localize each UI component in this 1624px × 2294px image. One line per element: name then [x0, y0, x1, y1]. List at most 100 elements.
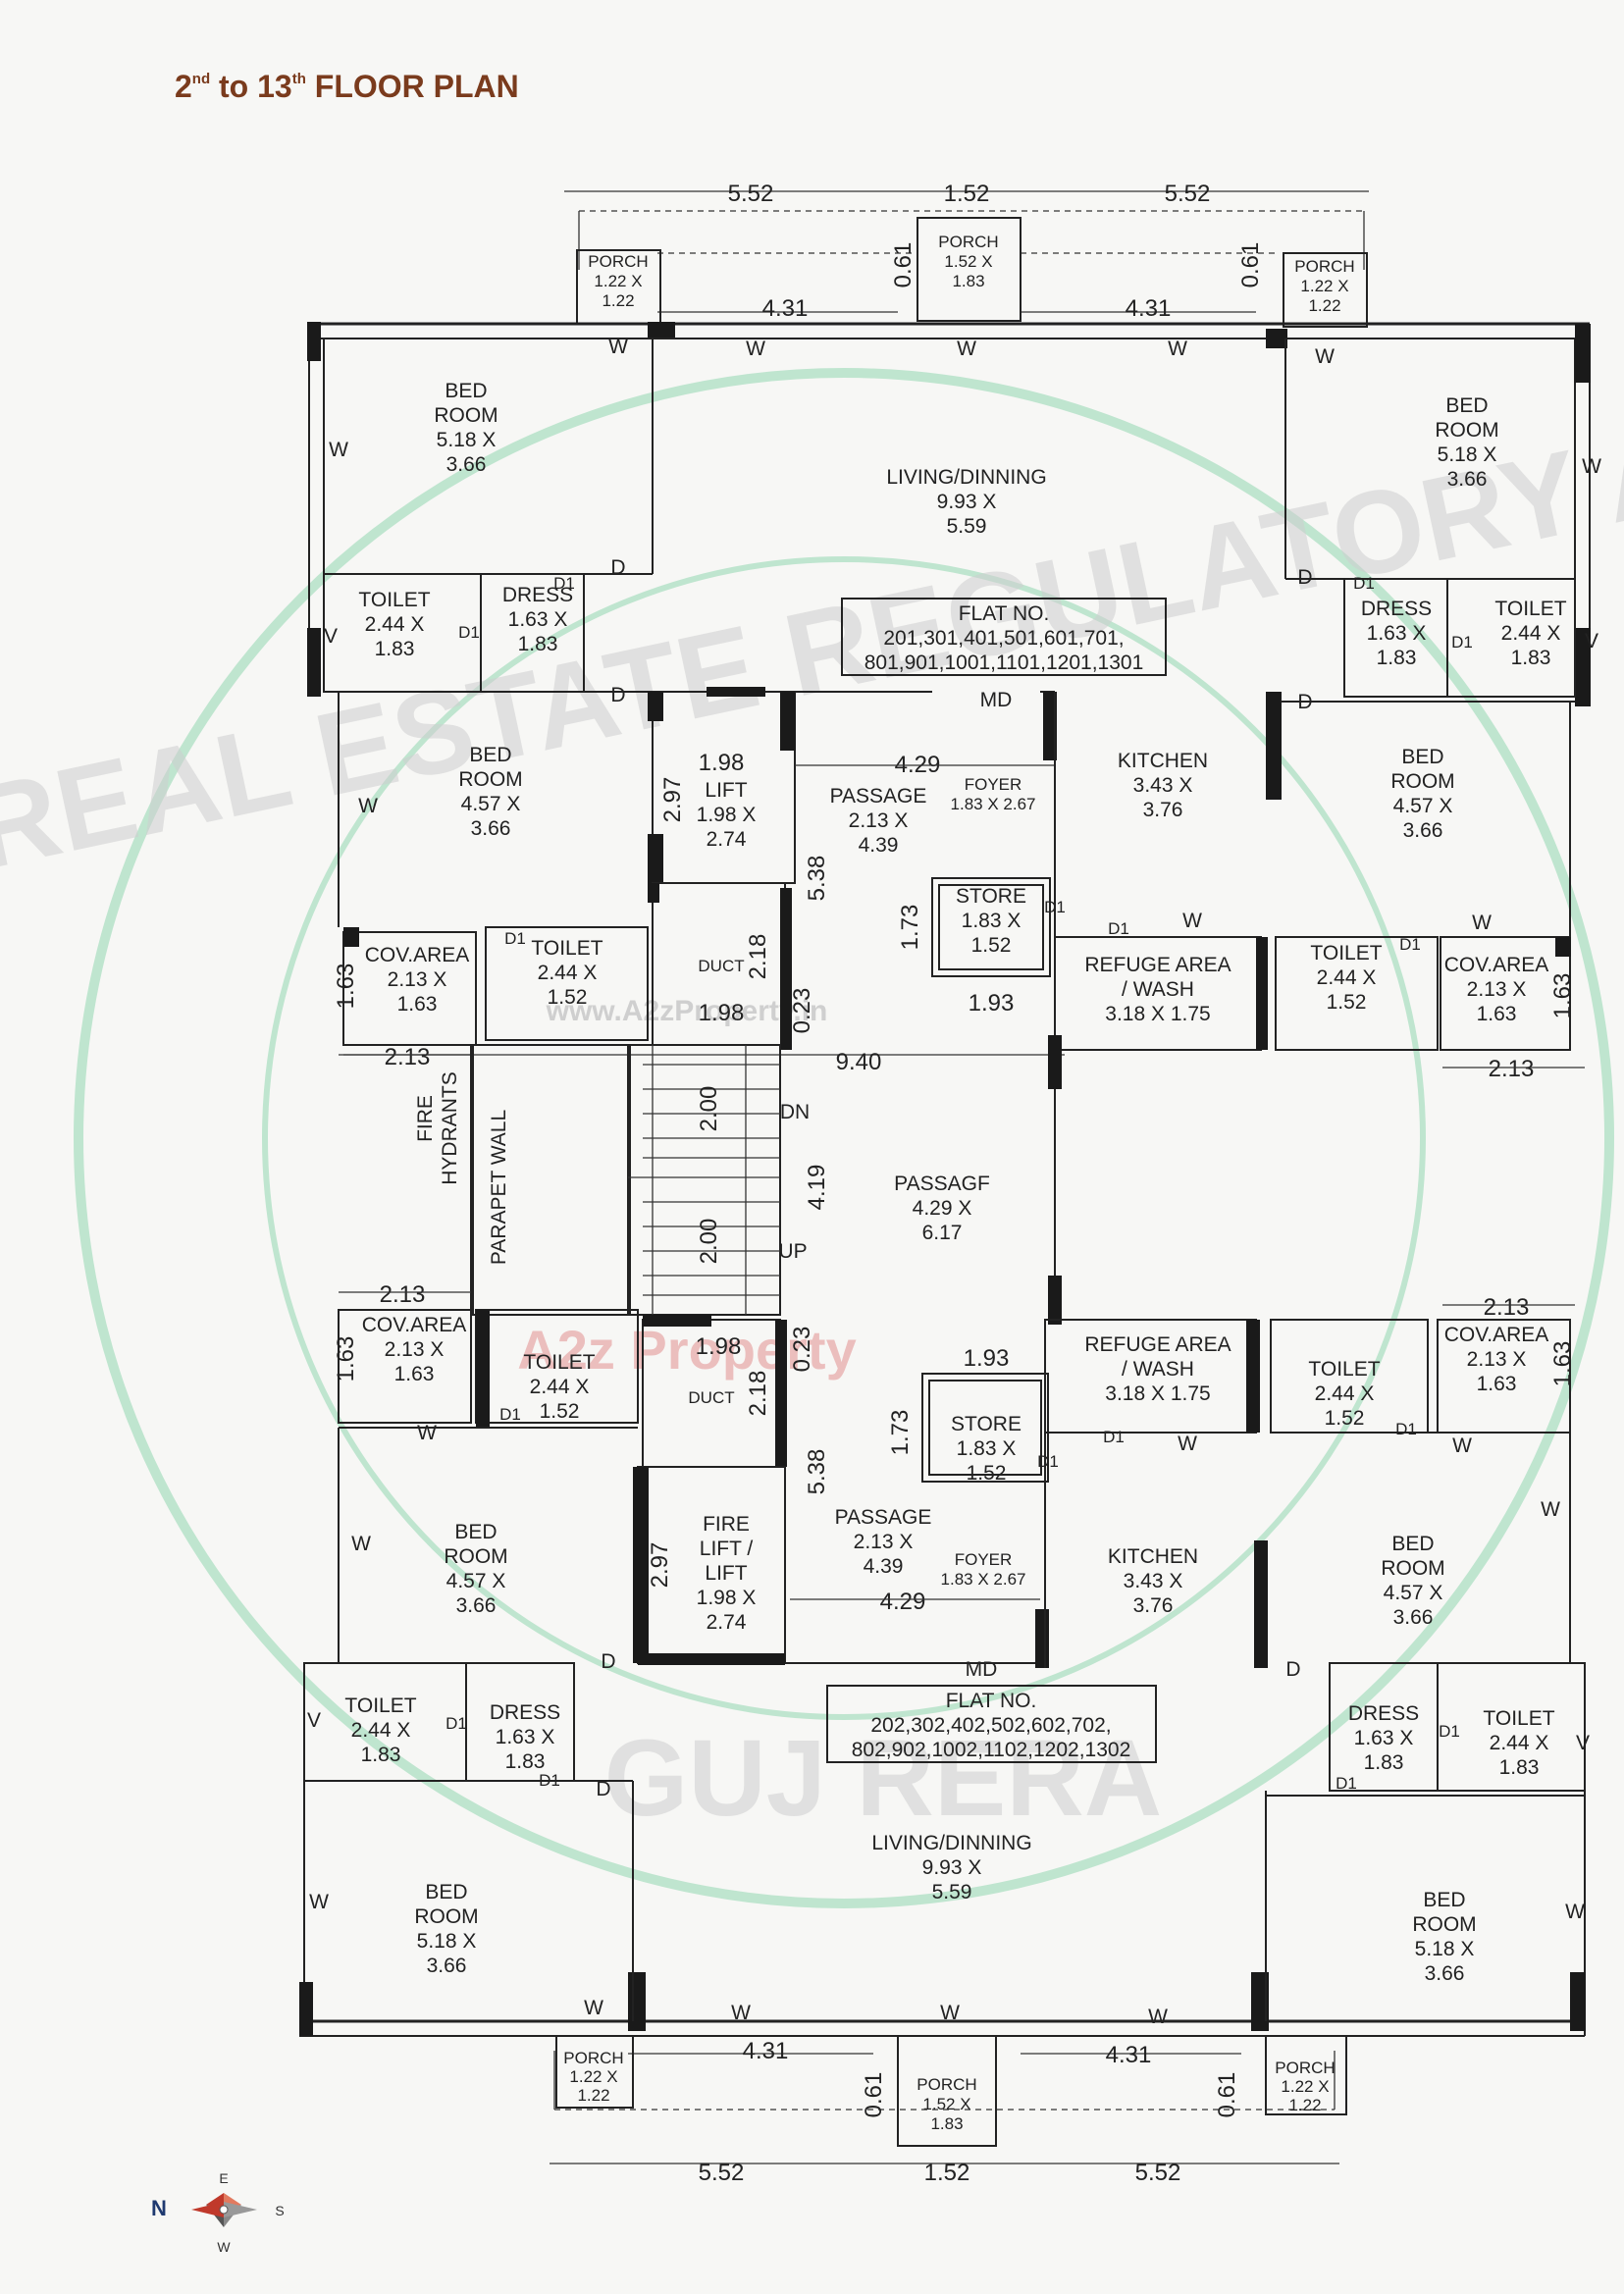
- svg-text:2.44 X: 2.44 X: [538, 962, 598, 984]
- svg-text:D1: D1: [1439, 1722, 1460, 1741]
- svg-text:TOILET: TOILET: [1310, 942, 1382, 965]
- svg-text:2.13 X: 2.13 X: [385, 1338, 445, 1361]
- dim-gap-top: 0.23: [789, 988, 815, 1034]
- svg-text:D1: D1: [1336, 1774, 1357, 1793]
- svg-text:PORCH: PORCH: [917, 2075, 976, 2094]
- svg-text:3.76: 3.76: [1133, 1594, 1174, 1617]
- svg-text:4.39: 4.39: [864, 1555, 904, 1578]
- svg-text:W: W: [1582, 455, 1601, 478]
- svg-text:PASSAGE: PASSAGE: [830, 785, 927, 808]
- top-right-cov-area: COV.AREA 2.13 X 1.63 1.63 2.13: [1440, 936, 1585, 1082]
- brand-watermark: A2z Property: [517, 1319, 856, 1381]
- svg-text:HYDRANTS: HYDRANTS: [439, 1071, 461, 1185]
- svg-text:3.66: 3.66: [1403, 819, 1443, 842]
- svg-text:201,301,401,501,601,701,: 201,301,401,501,601,701,: [883, 627, 1124, 650]
- svg-text:BED: BED: [469, 744, 511, 766]
- svg-text:DRESS: DRESS: [1361, 598, 1432, 620]
- bottom-right-toilet-2: TOILET 2.44 X 1.52 D1: [1270, 1319, 1429, 1438]
- svg-text:1.63 X: 1.63 X: [496, 1726, 555, 1748]
- bottom-dimension-chain: 5.52 1.52 5.52 4.31 4.31 0.61 0.61: [550, 2038, 1339, 2186]
- svg-text:2.44 X: 2.44 X: [1315, 1382, 1375, 1405]
- svg-text:3.66: 3.66: [1393, 1606, 1434, 1629]
- svg-text:REFUGE AREA: REFUGE AREA: [1084, 954, 1231, 976]
- svg-text:W: W: [957, 338, 976, 360]
- svg-text:TOILET: TOILET: [1308, 1358, 1380, 1381]
- svg-text:9.93 X: 9.93 X: [937, 491, 997, 513]
- svg-text:D: D: [1285, 1658, 1300, 1681]
- dim-duct-height-bottom: 2.18: [745, 1371, 771, 1417]
- bottom-refuge-area: REFUGE AREA / WASH 3.18 X 1.75 D1 W 1.93: [964, 1319, 1260, 1455]
- svg-text:TOILET: TOILET: [523, 1351, 595, 1374]
- bottom-duct: DUCT 1.98 2.18 0.23: [642, 1315, 815, 1468]
- svg-text:2.74: 2.74: [707, 828, 747, 851]
- svg-text:1.83: 1.83: [361, 1744, 401, 1766]
- svg-text:W: W: [417, 1422, 437, 1444]
- bottom-fire-lift: FIRE LIFT / LIFT 1.98 X 2.74 2.97: [633, 1466, 786, 1665]
- top-right-bedroom-2: BED ROOM 4.57 X 3.66 W: [1281, 701, 1575, 937]
- svg-text:D1: D1: [458, 623, 480, 642]
- svg-text:LIFT: LIFT: [705, 1562, 747, 1585]
- svg-text:1.83 X 2.67: 1.83 X 2.67: [951, 795, 1036, 813]
- top-refuge-area: REFUGE AREA / WASH 3.18 X 1.75 D1 W: [1048, 910, 1268, 1055]
- top-kitchen: KITCHEN 3.43 X 3.76: [1054, 692, 1282, 937]
- bottom-foyer: FOYER 1.83 X 2.67: [941, 1550, 1026, 1589]
- bottom-right-bedroom: BED ROOM 5.18 X 3.66 W: [1266, 1795, 1585, 1985]
- svg-text:TOILET: TOILET: [1494, 598, 1566, 620]
- dim-core-width: 9.40: [836, 1049, 882, 1075]
- svg-text:LIVING/DINNING: LIVING/DINNING: [871, 1832, 1031, 1854]
- svg-text:ROOM: ROOM: [1435, 419, 1498, 442]
- svg-text:1.22 X: 1.22 X: [594, 272, 642, 290]
- dim-passage-height-top: 5.38: [804, 856, 830, 902]
- top-duct: DUCT 2.18 1.98 0.23: [648, 882, 815, 1050]
- dim-stair-b: 2.00: [696, 1219, 722, 1265]
- svg-text:D1: D1: [1108, 919, 1129, 938]
- compass-west: W: [217, 2239, 231, 2255]
- svg-text:1.83: 1.83: [1364, 1751, 1404, 1774]
- svg-text:PORCH: PORCH: [938, 233, 998, 251]
- svg-text:PORCH: PORCH: [588, 252, 648, 271]
- svg-text:1.63 X: 1.63 X: [1354, 1727, 1414, 1749]
- dim-cov-width-top-right: 2.13: [1489, 1056, 1535, 1082]
- svg-text:FIRE: FIRE: [414, 1095, 437, 1142]
- svg-text:2.44 X: 2.44 X: [1490, 1732, 1549, 1754]
- svg-text:/ WASH: / WASH: [1122, 978, 1194, 1001]
- svg-text:2.13 X: 2.13 X: [849, 809, 909, 832]
- svg-text:LIVING/DINNING: LIVING/DINNING: [886, 466, 1046, 489]
- top-left-dress: DRESS 1.63 X 1.83 D1 D1 D: [458, 573, 626, 706]
- svg-text:W: W: [351, 1533, 371, 1555]
- svg-text:W: W: [608, 336, 628, 358]
- dim-store-width-bottom: 1.93: [964, 1345, 1010, 1372]
- compass-east: E: [219, 2170, 228, 2186]
- dim-duct-width-top: 1.98: [699, 1000, 745, 1026]
- bottom-living-dining: LIVING/DINNING 9.93 X 5.59 W W W: [632, 1781, 1267, 2028]
- top-left-toilet: TOILET 2.44 X 1.83 V: [323, 573, 482, 693]
- dim-duct-height-top: 2.18: [745, 934, 771, 980]
- svg-text:D1: D1: [499, 1405, 521, 1424]
- compass-rose-icon: E N S W: [151, 2170, 285, 2255]
- svg-text:1.83: 1.83: [952, 272, 984, 290]
- svg-text:1.63 X: 1.63 X: [508, 608, 568, 631]
- dim-bot-window-left: 4.31: [743, 2038, 789, 2064]
- svg-text:1.63: 1.63: [394, 1363, 435, 1385]
- svg-text:5.18 X: 5.18 X: [1438, 443, 1497, 466]
- porch-bottom-right: PORCH 1.22 X 1.22: [1265, 2035, 1347, 2115]
- svg-text:ROOM: ROOM: [414, 1905, 478, 1928]
- svg-text:D1: D1: [553, 574, 575, 593]
- svg-text:FLAT NO.: FLAT NO.: [959, 602, 1050, 625]
- svg-text:BED: BED: [1423, 1889, 1465, 1911]
- svg-text:3.76: 3.76: [1143, 799, 1183, 821]
- dim-bot-right: 5.52: [1135, 2160, 1181, 2186]
- svg-text:ROOM: ROOM: [1390, 770, 1454, 793]
- svg-text:2.44 X: 2.44 X: [530, 1376, 590, 1398]
- dim-store-height-bottom: 1.73: [887, 1410, 914, 1456]
- svg-text:FOYER: FOYER: [955, 1550, 1013, 1569]
- svg-text:4.57 X: 4.57 X: [1384, 1582, 1443, 1604]
- svg-text:4.57 X: 4.57 X: [446, 1570, 506, 1592]
- svg-text:MD: MD: [966, 1658, 998, 1681]
- dim-store-width-top: 1.93: [969, 990, 1015, 1017]
- top-living-dining: LIVING/DINNING 9.93 X 5.59 W W W: [746, 338, 1187, 538]
- svg-text:801,901,1001,1101,1201,1301: 801,901,1001,1101,1201,1301: [864, 652, 1144, 674]
- dim-cov-width-bottom-right: 2.13: [1484, 1294, 1530, 1321]
- dim-lift-width-top: 1.98: [699, 750, 745, 776]
